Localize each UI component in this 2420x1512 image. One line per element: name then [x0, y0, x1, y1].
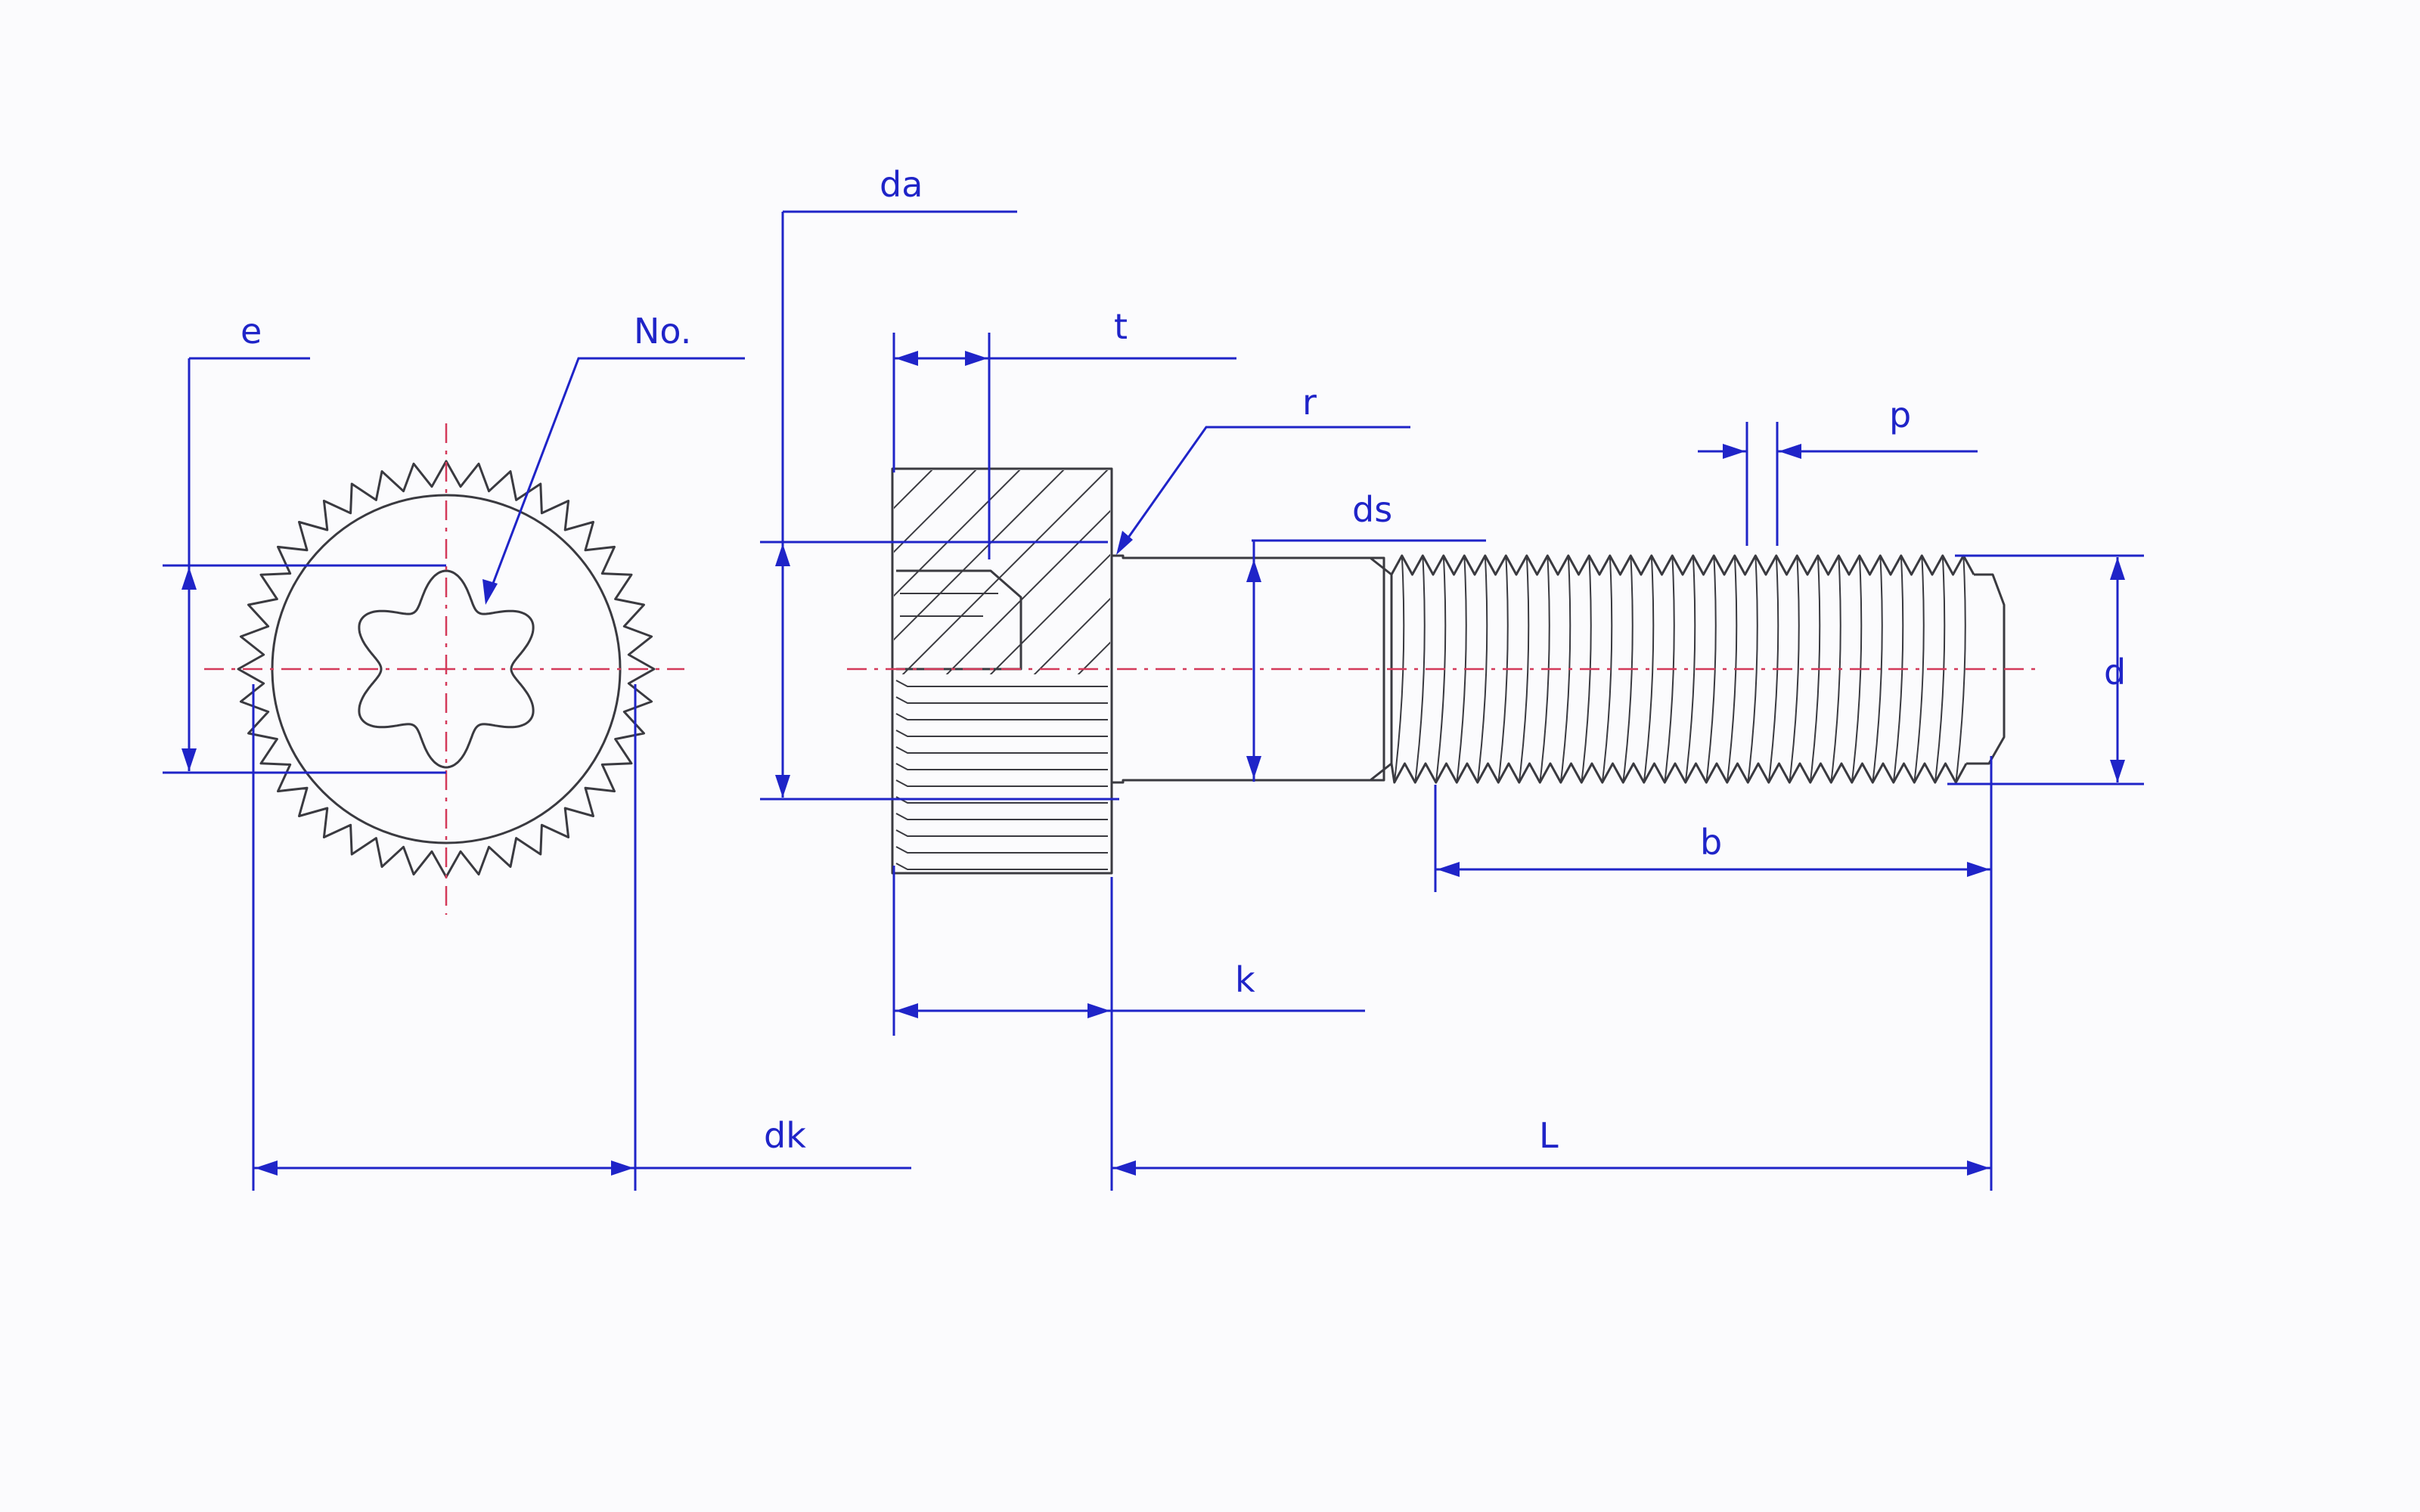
dim-t-arrows: [895, 351, 988, 366]
r-leader-line: [1118, 426, 1410, 551]
hatch-line: [590, 461, 809, 680]
dimension-lines: [163, 210, 2144, 1191]
dim-ds-arrows: [1246, 559, 1261, 779]
hatch-line: [945, 510, 1110, 674]
thread-crest-line: [1789, 555, 1800, 783]
side-view: [590, 461, 2042, 875]
knurl-ridge-line: [895, 680, 1108, 687]
label-e: e: [240, 311, 262, 352]
head-side-outline: [891, 467, 1113, 875]
no-leader-arrow: [482, 579, 498, 605]
thread-crest-line: [1684, 555, 1696, 783]
label-t: t: [1114, 306, 1128, 347]
knurl-ridge-line: [895, 813, 1108, 820]
label-no: No.: [634, 311, 691, 352]
hatch-line: [678, 461, 897, 680]
dim-d-arrows: [2110, 557, 2125, 782]
hatch-line: [989, 553, 1110, 674]
dimension-labels: e No. da t r ds p d b k dk L: [240, 164, 2126, 1156]
hatch-line: [1033, 597, 1110, 674]
hatch-line: [1077, 641, 1110, 674]
thread-crest-line: [1913, 555, 1925, 783]
label-dk: dk: [764, 1115, 806, 1156]
torx-drive-recess: [358, 569, 535, 769]
head-knurl-ridges: [895, 680, 1108, 870]
thread-crest-line: [1601, 555, 1613, 783]
label-p: p: [1889, 395, 1911, 435]
thread-chamfered-tip: [1966, 573, 2006, 765]
knurl-ridge-line: [895, 863, 1108, 870]
thread-crest-line: [1518, 555, 1530, 783]
thread-crest-line: [1955, 555, 1966, 783]
thread-crest-line: [1476, 555, 1488, 783]
knurl-ridge-line: [895, 846, 1108, 854]
label-b: b: [1700, 822, 1722, 863]
thread-crest-line: [1872, 555, 1883, 783]
hatch-line: [901, 470, 1109, 674]
thread-crest-line: [1747, 555, 1758, 783]
knurl-ridge-line: [895, 696, 1108, 704]
label-k: k: [1235, 959, 1255, 1000]
label-da: da: [880, 164, 923, 205]
hatch-line: [1116, 461, 1336, 680]
end-view: [204, 423, 684, 915]
hatch-line: [1160, 461, 1379, 680]
knurl-ridge-line: [895, 713, 1108, 720]
thread-profile-top: [1390, 554, 1975, 576]
shank-outline: [1112, 554, 1385, 784]
thread-crest-line: [1414, 555, 1426, 783]
hatch-line: [894, 470, 977, 553]
label-ds: ds: [1352, 489, 1392, 530]
section-hatching: [590, 461, 1379, 680]
no-leader-line: [486, 357, 745, 598]
label-d: d: [2104, 652, 2126, 692]
knurl-ridge-line: [895, 746, 1108, 754]
knurl-ridge-line: [895, 779, 1108, 787]
dim-e-arrows: [182, 567, 197, 771]
dim-k-arrows: [895, 1003, 1110, 1018]
threaded-section: [1370, 554, 2006, 784]
knurl-ridge-line: [895, 730, 1108, 737]
socket-recess-detail: [900, 593, 998, 617]
label-L: L: [1539, 1115, 1559, 1156]
r-leader-arrow: [1116, 531, 1133, 555]
thread-profile-bottom: [1390, 762, 1968, 784]
hatch-line: [894, 470, 933, 510]
knurl-ridge-line: [895, 763, 1108, 770]
label-r: r: [1302, 382, 1317, 423]
knurl-ridge-line: [895, 829, 1108, 837]
thread-crest-line: [1643, 555, 1655, 783]
dim-p-arrows: [1723, 444, 1801, 459]
hatch-line: [634, 461, 853, 680]
